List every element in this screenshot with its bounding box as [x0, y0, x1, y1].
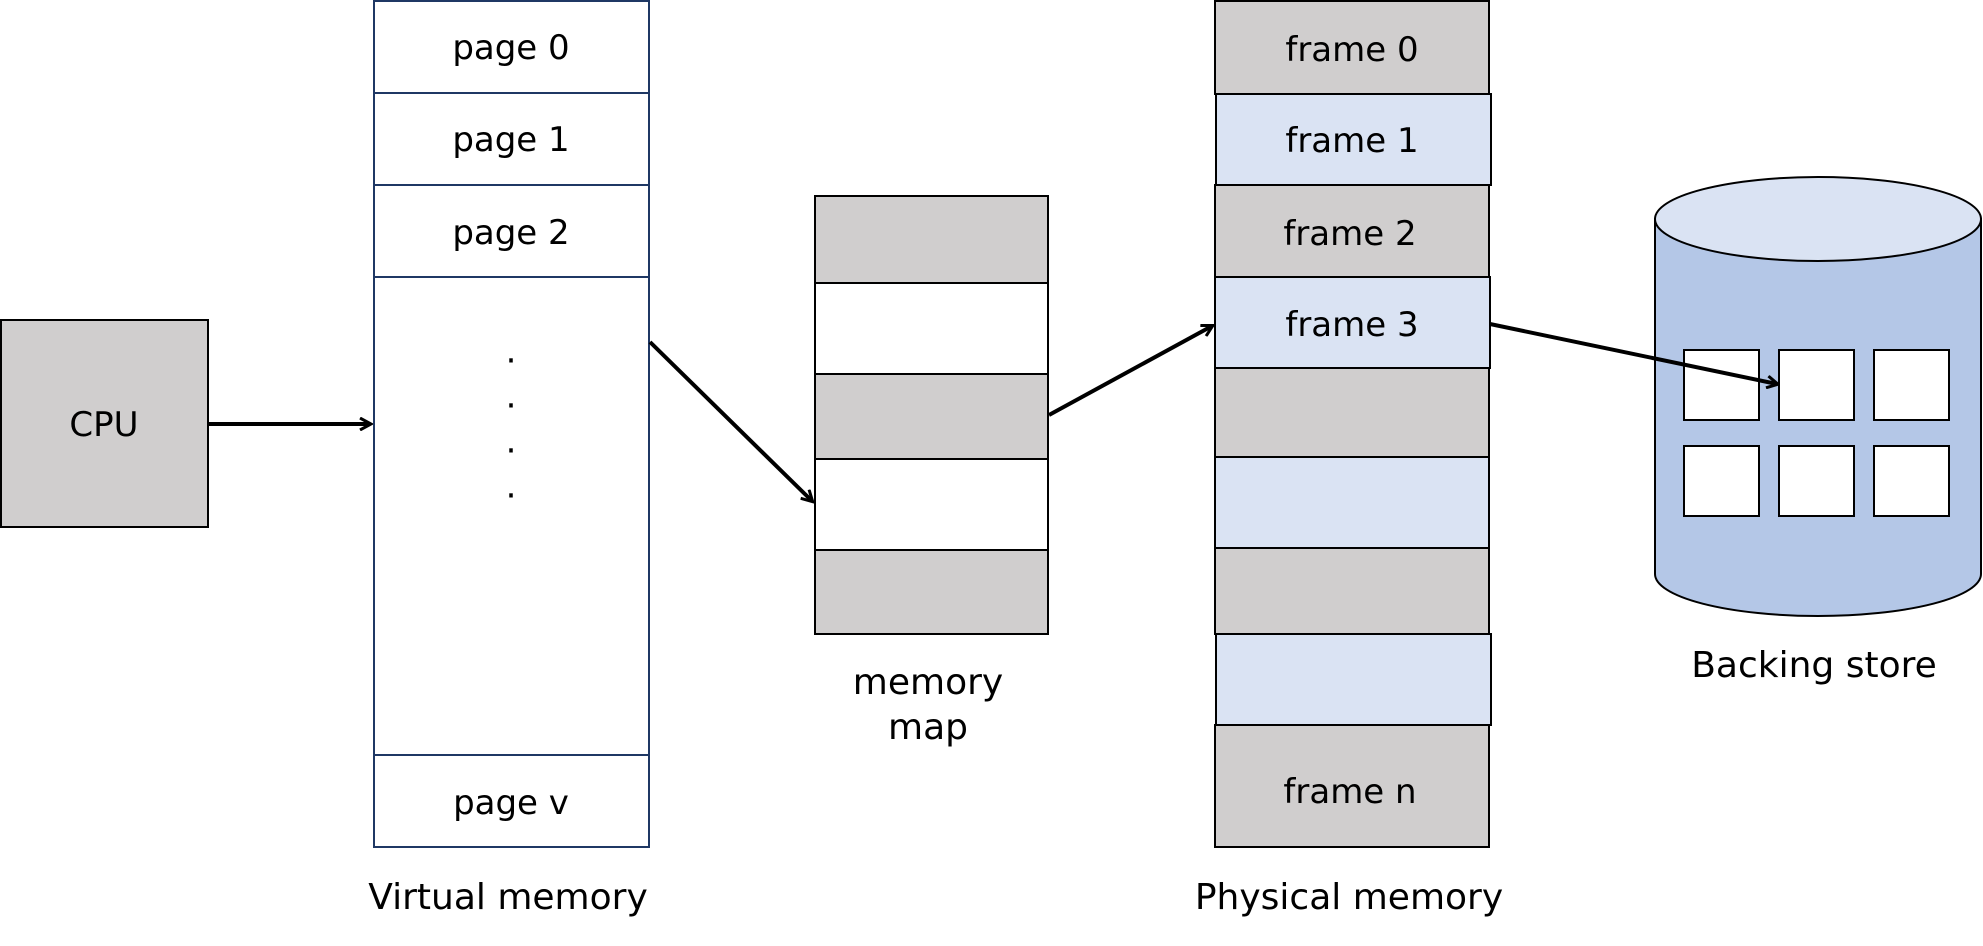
memory-map-row — [814, 373, 1049, 460]
frame-0-label: frame 0 — [1285, 30, 1418, 70]
arrow-virtual-to-map — [648, 340, 812, 501]
memory-map-caption-line1: memory — [853, 662, 1003, 703]
frame-n: frame n — [1214, 724, 1490, 848]
frame-n-label: frame n — [1283, 772, 1416, 812]
arrow-physical-to-backing-store — [1489, 322, 1777, 384]
virtual-memory-column: page 0 page 1 page 2 · · · · page v Virt… — [368, 0, 650, 918]
cpu-label: CPU — [69, 405, 138, 445]
frame-6 — [1214, 547, 1490, 635]
backing-store-caption: Backing store — [1691, 645, 1937, 686]
virtual-page-1: page 1 — [373, 92, 650, 186]
frame-4 — [1214, 367, 1490, 458]
virtual-page-0-label: page 0 — [452, 28, 569, 68]
frame-3-label: frame 3 — [1285, 305, 1418, 345]
ellipsis-dot: · — [506, 431, 517, 471]
backing-store: Backing store — [1654, 176, 1982, 686]
memory-map-row — [814, 549, 1049, 635]
physical-memory-column: frame 0 frame 1 frame 2 frame 3 frame n … — [1195, 0, 1503, 918]
storage-block — [1778, 445, 1855, 517]
ellipsis-dot: · — [506, 341, 517, 381]
storage-block — [1683, 349, 1760, 421]
virtual-memory-caption: Virtual memory — [368, 877, 648, 918]
frame-2-label: frame 2 — [1283, 214, 1416, 254]
arrow-map-to-physical — [1048, 326, 1212, 417]
storage-block — [1683, 445, 1760, 517]
memory-map: memory map — [814, 195, 1049, 748]
frame-7 — [1215, 633, 1492, 726]
virtual-page-1-label: page 1 — [452, 120, 569, 160]
storage-block — [1873, 445, 1950, 517]
memory-map-caption-line2: map — [888, 707, 968, 748]
frame-5 — [1214, 456, 1490, 549]
frame-2: frame 2 — [1214, 184, 1490, 278]
ellipsis-dot: · — [506, 476, 517, 516]
cylinder-top — [1654, 176, 1982, 262]
frame-0: frame 0 — [1214, 0, 1490, 95]
virtual-page-2: page 2 — [373, 184, 650, 278]
memory-map-row — [814, 282, 1049, 375]
cpu-box: CPU — [0, 319, 209, 528]
virtual-page-v: page v — [373, 754, 650, 848]
memory-map-row — [814, 458, 1049, 551]
virtual-page-2-label: page 2 — [452, 213, 569, 253]
storage-block — [1778, 349, 1855, 421]
arrows — [208, 322, 1777, 501]
storage-block — [1873, 349, 1950, 421]
memory-map-row — [814, 195, 1049, 284]
virtual-page-0: page 0 — [373, 0, 650, 94]
frame-3: frame 3 — [1214, 276, 1491, 369]
frame-1: frame 1 — [1215, 93, 1492, 186]
physical-memory-caption: Physical memory — [1195, 877, 1503, 918]
virtual-page-v-label: page v — [453, 783, 569, 823]
ellipsis-dot: · — [506, 386, 517, 426]
frame-1-label: frame 1 — [1285, 121, 1418, 161]
